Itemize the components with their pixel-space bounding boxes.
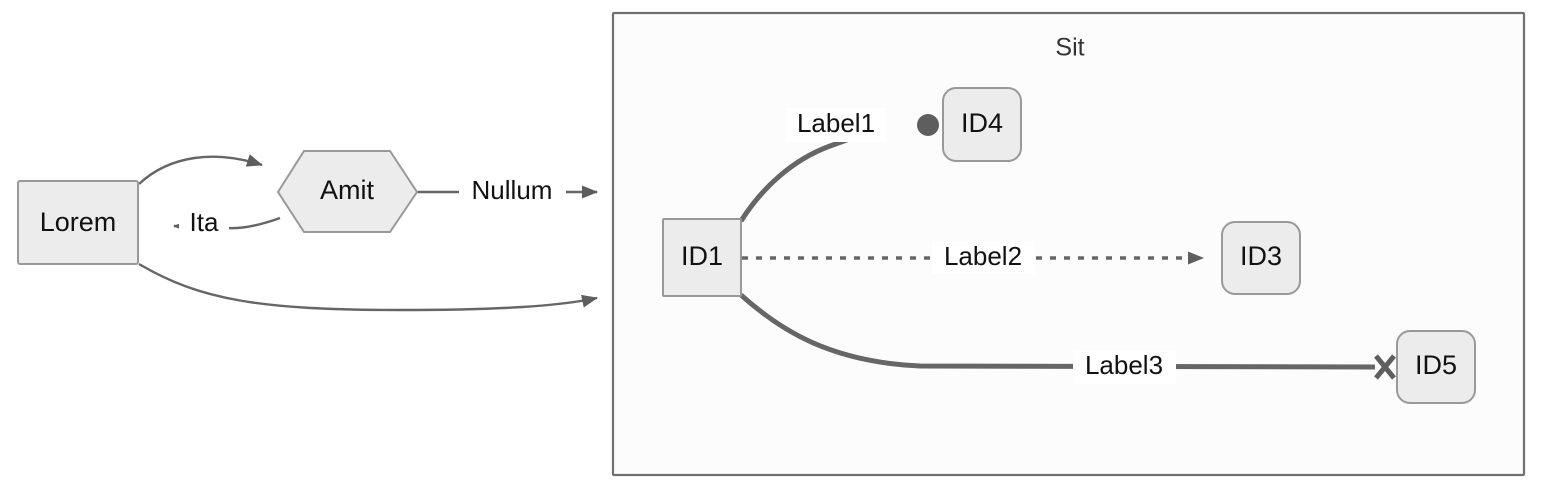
edge-label-label2: Label2 bbox=[944, 241, 1022, 271]
edge-label-label2-bg bbox=[932, 241, 1035, 274]
node-id4[interactable]: ID4 bbox=[942, 87, 1022, 162]
node-id4-label: ID4 bbox=[961, 108, 1003, 138]
edge-label-label3-bg bbox=[1073, 350, 1176, 384]
node-amit-shape[interactable] bbox=[276, 150, 419, 233]
edge-label-label1: Label1 bbox=[797, 108, 875, 138]
cluster-box bbox=[611, 11, 1526, 477]
node-lorem[interactable]: Lorem bbox=[17, 180, 139, 265]
edge-id1-to-id5: Label3 bbox=[739, 293, 1396, 384]
edge-lorem-to-cluster bbox=[138, 262, 598, 312]
edge-lorem-to-amit bbox=[138, 154, 263, 185]
cluster-sit: Sit bbox=[611, 11, 1526, 477]
circle-endpoint-marker-icon bbox=[917, 114, 939, 136]
node-id5[interactable]: ID5 bbox=[1396, 330, 1476, 404]
edge-lorem-to-amit-path bbox=[138, 154, 263, 185]
edge-amit-to-lorem: Ita bbox=[173, 207, 281, 238]
node-id5-shape[interactable] bbox=[1396, 330, 1476, 404]
node-amit-label: Amit bbox=[320, 175, 374, 205]
edge-label-label3: Label3 bbox=[1085, 350, 1163, 380]
edge-label-ita-bg bbox=[179, 208, 229, 238]
edge-amit-to-cluster: Nullum bbox=[417, 175, 598, 208]
edge-label-nullum-bg bbox=[459, 177, 566, 208]
node-id1[interactable]: ID1 bbox=[662, 218, 742, 297]
edge-id1-to-id5-path bbox=[739, 293, 1376, 370]
edge-label-label1-bg bbox=[786, 108, 886, 142]
node-amit[interactable]: Amit bbox=[276, 150, 419, 233]
node-id3[interactable]: ID3 bbox=[1221, 221, 1301, 295]
edge-label-nullum: Nullum bbox=[472, 175, 553, 205]
node-id3-label: ID3 bbox=[1240, 241, 1282, 271]
cluster-title: Sit bbox=[1055, 34, 1084, 62]
edge-id1-to-id4: Label1 bbox=[738, 108, 939, 223]
node-id5-label: ID5 bbox=[1415, 350, 1457, 380]
cross-endpoint-marker-icon bbox=[1374, 354, 1396, 380]
node-lorem-label: Lorem bbox=[40, 207, 117, 237]
edge-label-ita: Ita bbox=[190, 207, 219, 237]
node-id1-label: ID1 bbox=[681, 241, 723, 271]
node-lorem-shape[interactable] bbox=[17, 180, 139, 265]
edge-id1-to-id4-path bbox=[738, 125, 881, 223]
node-id1-shape[interactable] bbox=[662, 218, 742, 297]
node-id4-shape[interactable] bbox=[942, 87, 1022, 162]
node-id3-shape[interactable] bbox=[1221, 221, 1301, 295]
edge-lorem-to-cluster-path bbox=[138, 262, 598, 312]
edge-id1-to-id3: Label2 bbox=[742, 241, 1204, 274]
